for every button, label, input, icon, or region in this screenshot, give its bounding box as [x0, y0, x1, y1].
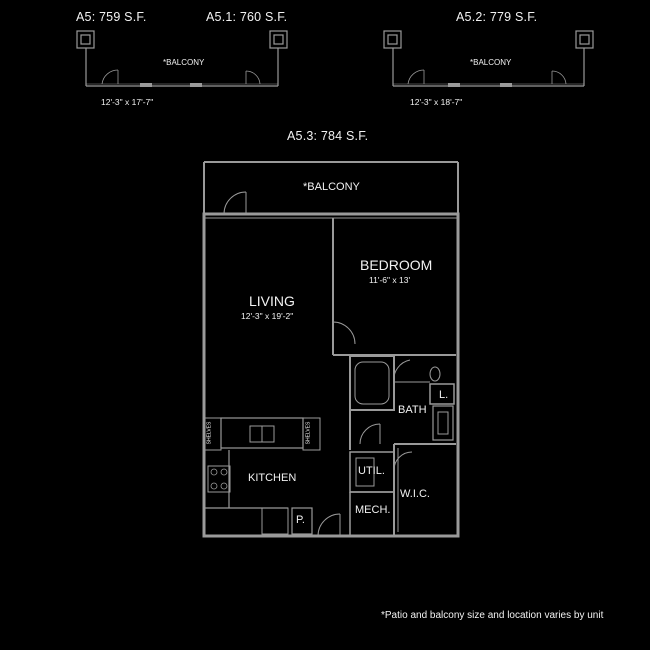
variant-a5-label: A5: 759 S.F.	[76, 10, 147, 24]
mech-label: MECH.	[355, 504, 391, 516]
living-dimension: 12'-3" x 19'-2"	[241, 311, 294, 321]
mini-right-dimension: 12'-3" x 18'-7"	[410, 97, 463, 107]
mini-plan-left	[76, 30, 288, 87]
variant-a52-label: A5.2: 779 S.F.	[456, 10, 538, 24]
mini-left-dimension: 12'-3" x 17'-7"	[101, 97, 154, 107]
pantry-label: P.	[296, 514, 305, 526]
variant-a53-label: A5.3: 784 S.F.	[287, 129, 369, 143]
footnote: *Patio and balcony size and location var…	[381, 610, 604, 621]
kitchen-label: KITCHEN	[248, 472, 297, 484]
unit-exterior-walls	[202, 212, 460, 538]
bath-label: BATH	[398, 404, 427, 416]
column-right-b	[575, 30, 594, 49]
mini-plan-right	[383, 30, 594, 87]
column-right-a	[383, 30, 402, 49]
living-label: LIVING	[249, 293, 295, 309]
bedroom-label: BEDROOM	[360, 257, 433, 273]
variant-a51-label: A5.1: 760 S.F.	[206, 10, 288, 24]
shelves-label-left: SHELVES	[206, 421, 213, 445]
mini-right-balcony-label: *BALCONY	[470, 58, 512, 67]
util-label: UTIL.	[358, 465, 385, 477]
mini-left-balcony-label: *BALCONY	[163, 58, 205, 67]
column-left-b	[269, 30, 288, 49]
main-plan	[202, 161, 460, 538]
column-left-a	[76, 30, 95, 49]
shelves-label-right: SHELVES	[305, 421, 312, 445]
bedroom-dimension: 11'-6" x 13'	[369, 275, 411, 285]
wic-label: W.I.C.	[400, 488, 430, 500]
linen-label: L.	[439, 389, 449, 401]
balcony-label: *BALCONY	[303, 181, 360, 193]
